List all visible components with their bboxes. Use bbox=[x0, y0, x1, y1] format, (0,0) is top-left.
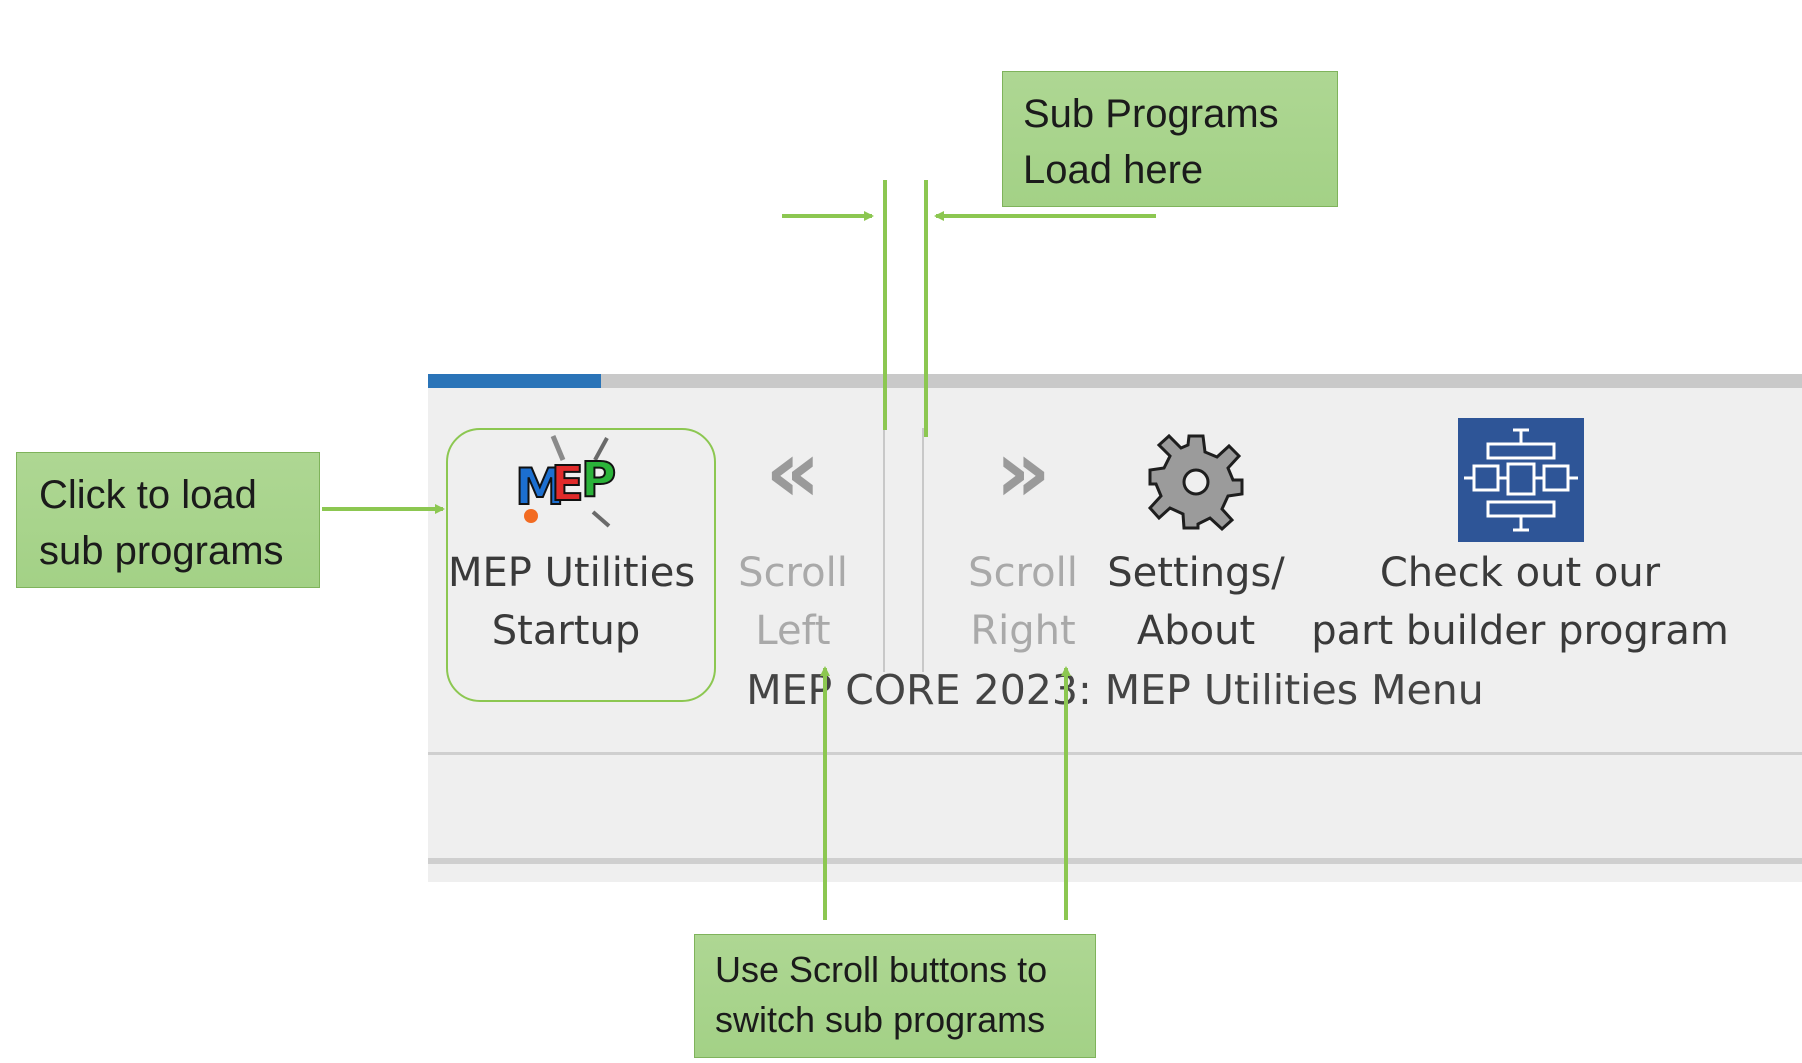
mep-utilities-startup-button[interactable]: M E P MEP Utilities Startup bbox=[448, 430, 696, 660]
settings-label-line1: Settings/ bbox=[1107, 550, 1285, 596]
callout-click-to-load: Click to load sub programs bbox=[16, 452, 320, 588]
part-builder-button[interactable]: Check out our part builder program bbox=[1310, 418, 1730, 660]
part-builder-label-line1: Check out our bbox=[1379, 550, 1661, 596]
scroll-right-label-line1: Scroll bbox=[968, 550, 1078, 596]
ribbon-bottom-divider bbox=[428, 752, 1802, 755]
scroll-left-label-line2: Left bbox=[755, 608, 831, 654]
svg-text:E: E bbox=[551, 456, 584, 512]
mep-utilities-label-line1: MEP Utilities bbox=[448, 550, 696, 596]
ribbon-separator-left bbox=[883, 428, 885, 672]
ribbon-tab-strip bbox=[428, 374, 1802, 388]
ribbon-footer-divider bbox=[428, 858, 1802, 864]
mep-utilities-label-line2: Startup bbox=[491, 608, 641, 654]
part-builder-label-line2: part builder program bbox=[1311, 608, 1729, 654]
callout-scroll-line2: switch sub programs bbox=[715, 999, 1046, 1040]
svg-text:M: M bbox=[515, 458, 565, 516]
mep-logo-icon: M E P bbox=[514, 435, 617, 528]
callout-use-scroll-buttons: Use Scroll buttons to switch sub program… bbox=[694, 934, 1096, 1058]
settings-about-button[interactable]: Settings/ About bbox=[1106, 430, 1286, 660]
part-builder-icon bbox=[1458, 418, 1584, 542]
scroll-right-label-line2: Right bbox=[970, 608, 1076, 654]
scroll-right-button[interactable]: » Scroll Right bbox=[958, 422, 1088, 660]
callout-subprograms-load-here: Sub Programs Load here bbox=[1002, 71, 1338, 207]
startup-highlight-outline bbox=[446, 428, 716, 702]
scroll-left-button[interactable]: « Scroll Left bbox=[728, 422, 858, 660]
double-chevron-left-icon: « bbox=[765, 422, 821, 522]
callout-load-line2: sub programs bbox=[39, 529, 284, 573]
settings-label-line2: About bbox=[1136, 608, 1256, 654]
scroll-left-label-line1: Scroll bbox=[738, 550, 848, 596]
active-tab-indicator bbox=[428, 374, 601, 388]
callout-scroll-line1: Use Scroll buttons to bbox=[715, 949, 1048, 990]
callout-subprograms-line1: Sub Programs bbox=[1023, 92, 1279, 136]
gear-icon bbox=[1147, 433, 1244, 532]
ribbon-separator-right bbox=[922, 428, 924, 672]
callout-subprograms-line2: Load here bbox=[1023, 148, 1204, 192]
ribbon-panel: M E P MEP Utilities Startup « Scroll Lef… bbox=[428, 374, 1802, 882]
double-chevron-right-icon: » bbox=[995, 422, 1051, 522]
callout-load-line1: Click to load bbox=[39, 473, 257, 517]
svg-text:P: P bbox=[581, 452, 616, 508]
ribbon-group-label: MEP CORE 2023: MEP Utilities Menu bbox=[746, 666, 1484, 714]
